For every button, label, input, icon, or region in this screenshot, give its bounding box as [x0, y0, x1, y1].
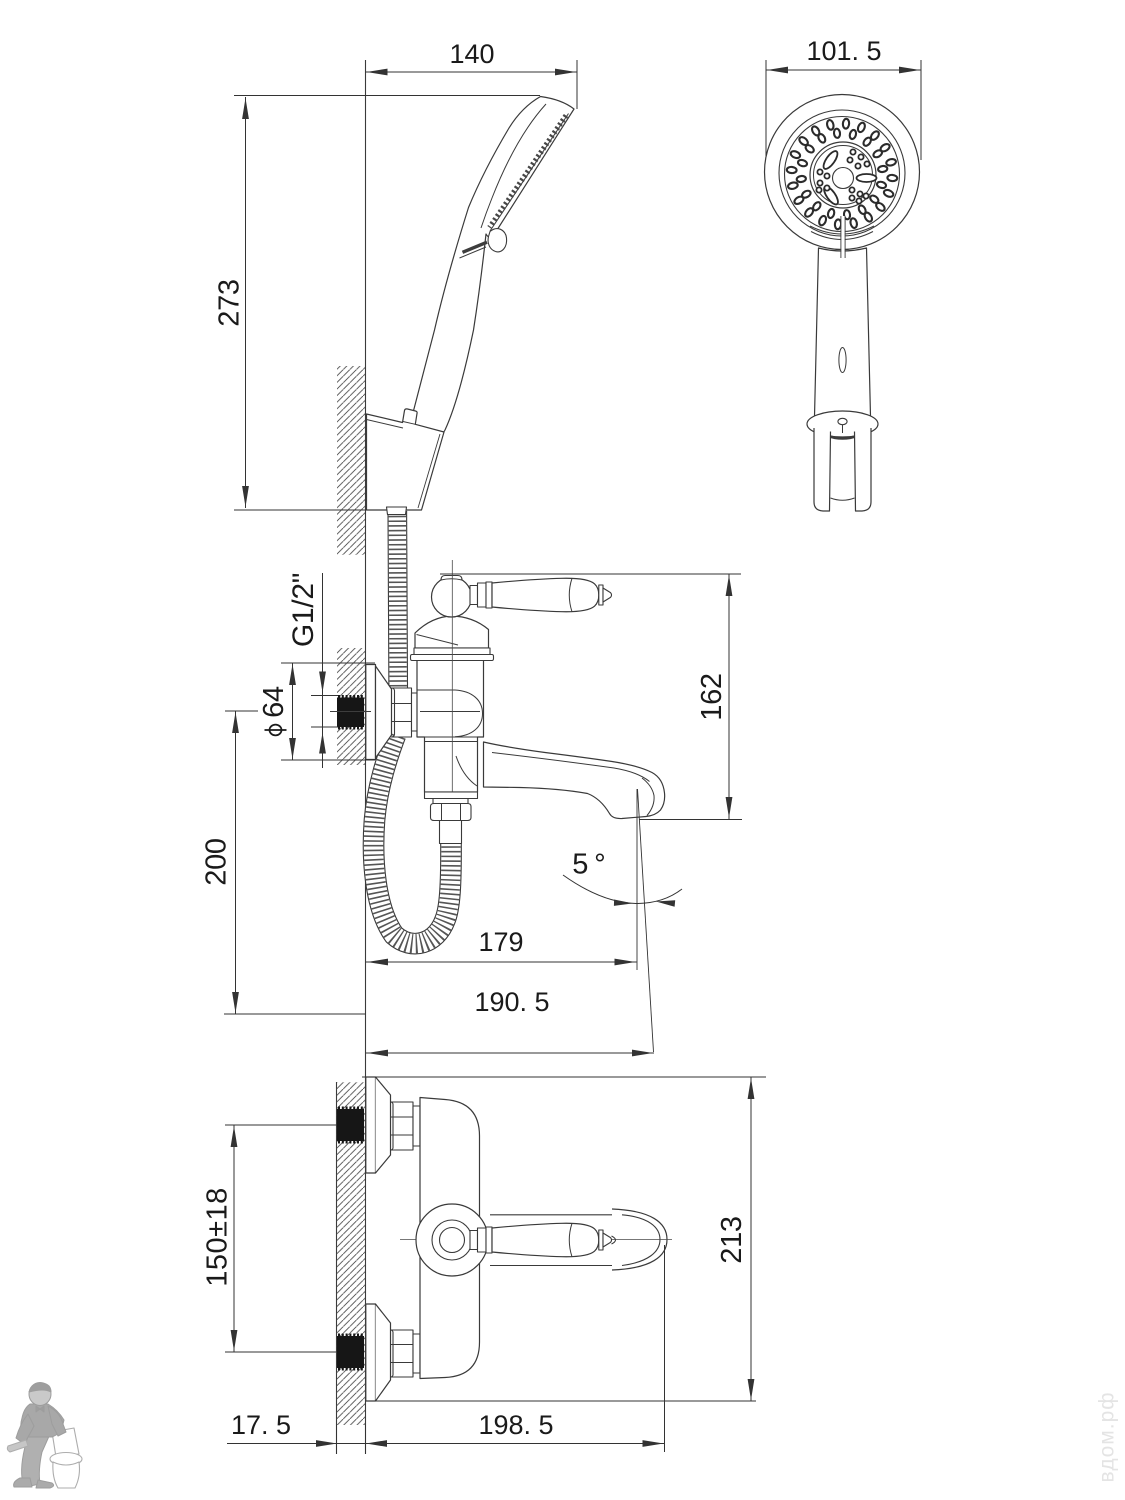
svg-text:5 °: 5 ° [572, 849, 606, 881]
svg-text:140: 140 [449, 39, 494, 69]
svg-text:179: 179 [478, 927, 523, 957]
svg-text:190. 5: 190. 5 [474, 987, 549, 1017]
svg-text:273: 273 [214, 279, 246, 327]
svg-text:198. 5: 198. 5 [478, 1410, 553, 1440]
svg-text:150±18: 150±18 [202, 1187, 234, 1287]
svg-text:17. 5: 17. 5 [231, 1410, 291, 1440]
svg-text:вдом.рф: вдом.рф [1096, 1391, 1119, 1482]
svg-text:G1/2": G1/2" [287, 573, 320, 647]
svg-text:162: 162 [696, 673, 728, 721]
svg-text:64: 64 [258, 686, 290, 718]
svg-text:200: 200 [201, 838, 233, 886]
svg-text:101. 5: 101. 5 [806, 36, 881, 66]
svg-text:213: 213 [716, 1216, 748, 1264]
